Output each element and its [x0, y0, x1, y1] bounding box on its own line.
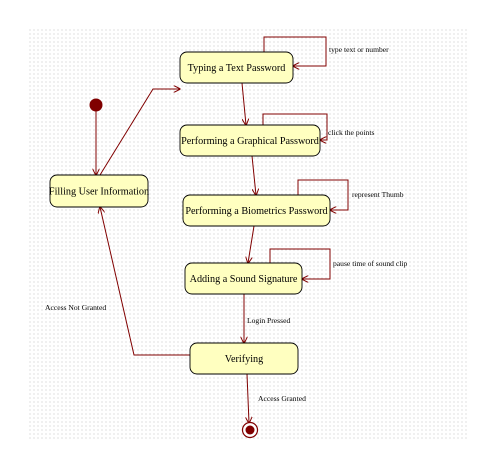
transition-text-graphical — [241, 82, 246, 125]
transition-biometrics-sound — [248, 225, 255, 263]
state-label-graphical: Performing a Graphical Password — [181, 136, 319, 147]
transition-label-verifying-final: Access Granted — [258, 394, 306, 403]
state-label-biometrics: Performing a Biometrics Password — [185, 206, 327, 217]
state-box-verifying — [189, 342, 299, 375]
state-label-text: Typing a Text Password — [188, 63, 286, 74]
state-label-sound: Adding a Sound Signature — [190, 274, 298, 285]
state-graphical[interactable]: Performing a Graphical Password — [179, 124, 321, 157]
self-loop-label-sound: pause time of sound clip — [333, 259, 407, 268]
transition-label-verifying-filling: Access Not Granted — [45, 303, 106, 312]
state-box-graphical — [179, 124, 321, 157]
state-box-sound — [184, 262, 303, 295]
state-text[interactable]: Typing a Text Password — [179, 51, 294, 84]
transition-label-sound-verifying: Login Pressed — [247, 316, 290, 325]
state-verifying[interactable]: Verifying — [189, 342, 299, 375]
state-box-text — [179, 51, 294, 84]
states-layer: Filling User Information Typing a Text Pa… — [49, 51, 331, 439]
self-loop-graphical — [262, 113, 328, 140]
transition-graphical-biometrics — [251, 155, 256, 195]
self-loop-label-text: type text or number — [329, 45, 389, 54]
state-box-filling — [49, 174, 149, 208]
transition-filling-text — [99, 89, 180, 176]
state-biometrics[interactable]: Performing a Biometrics Password — [182, 194, 331, 227]
transition-verifying-filling — [100, 207, 190, 356]
final-state-dot — [245, 425, 255, 435]
self-loop-biometrics — [297, 179, 349, 210]
transitions-layer — [96, 36, 349, 423]
self-loop-label-biometrics: represent Thumb — [352, 190, 404, 199]
self-loop-sound — [269, 248, 331, 279]
initial-state-dot — [89, 98, 103, 112]
state-sound[interactable]: Adding a Sound Signature — [184, 262, 303, 295]
self-loop-label-graphical: click the points — [328, 128, 374, 137]
state-filling[interactable]: Filling User Information — [49, 174, 149, 208]
state-label-verifying: Verifying — [225, 354, 263, 365]
state-label-filling: Filling User Information — [49, 187, 149, 198]
transition-verifying-final — [247, 373, 249, 423]
self-loop-text — [263, 36, 327, 66]
state-box-biometrics — [182, 194, 331, 227]
